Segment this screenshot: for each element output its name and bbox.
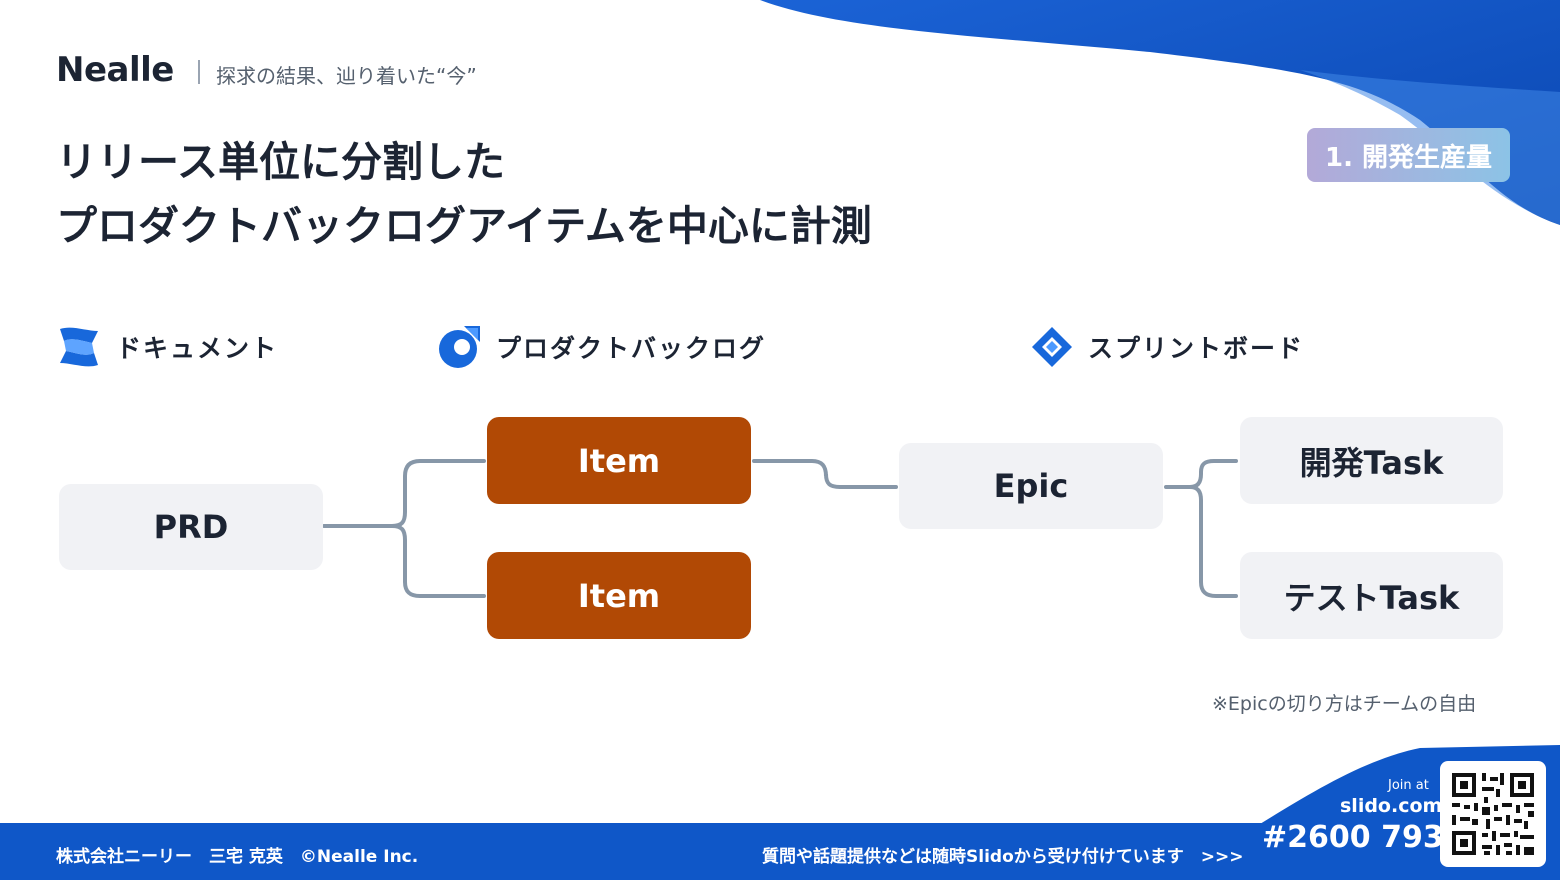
qr-code[interactable] — [1440, 761, 1546, 867]
slido-url[interactable]: slido.com — [1340, 795, 1443, 817]
connector-prd-item2 — [390, 524, 486, 598]
node-prd: PRD — [59, 484, 323, 570]
slide-title: リリース単位に分割した プロダクトバックログアイテムを中心に計測 — [56, 130, 872, 258]
node-test-task: テストTask — [1240, 552, 1503, 639]
node-dev-task: 開発Task — [1240, 417, 1503, 504]
lane-backlog: プロダクトバックログ — [436, 326, 766, 368]
connector-prd-items — [322, 459, 486, 528]
slido-event-code: #2600 793 — [1262, 820, 1444, 855]
header-divider — [198, 60, 200, 84]
header-tagline: 探求の結果、辿り着いた“今” — [216, 64, 477, 88]
footer-company: 株式会社ニーリー 三宅 克英 ©Nealle Inc. — [56, 847, 419, 867]
slide-title-line2: プロダクトバックログアイテムを中心に計測 — [56, 202, 872, 250]
section-badge: 1. 開発生産量 — [1307, 128, 1510, 182]
nealle-logo: Nealle — [56, 50, 174, 90]
connector-item-epic — [752, 459, 898, 489]
jira-icon — [1032, 327, 1072, 367]
node-epic: Epic — [899, 443, 1163, 529]
lane-document: ドキュメント — [56, 326, 278, 368]
lane-label: ドキュメント — [116, 334, 279, 363]
footer-bar — [0, 823, 1560, 880]
backlog-icon — [439, 326, 480, 368]
lane-sprint-board: スプリントボード — [1030, 326, 1304, 368]
footnote: ※Epicの切り方はチームの自由 — [1212, 693, 1477, 715]
slide-title-line1: リリース単位に分割した — [56, 138, 505, 186]
qr-code-icon — [1452, 773, 1534, 855]
lane-label: プロダクトバックログ — [496, 334, 767, 363]
node-item: Item — [487, 417, 751, 504]
connector-epic-test — [1188, 485, 1238, 598]
slido-join-label: Join at — [1388, 778, 1429, 793]
node-item: Item — [487, 552, 751, 639]
footer-slido-message: 質問や話題提供などは随時Slidoから受け付けています >>> — [762, 847, 1244, 867]
confluence-icon — [60, 327, 98, 367]
lane-label: スプリントボード — [1088, 334, 1305, 363]
connector-epic-tasks — [1164, 459, 1238, 489]
